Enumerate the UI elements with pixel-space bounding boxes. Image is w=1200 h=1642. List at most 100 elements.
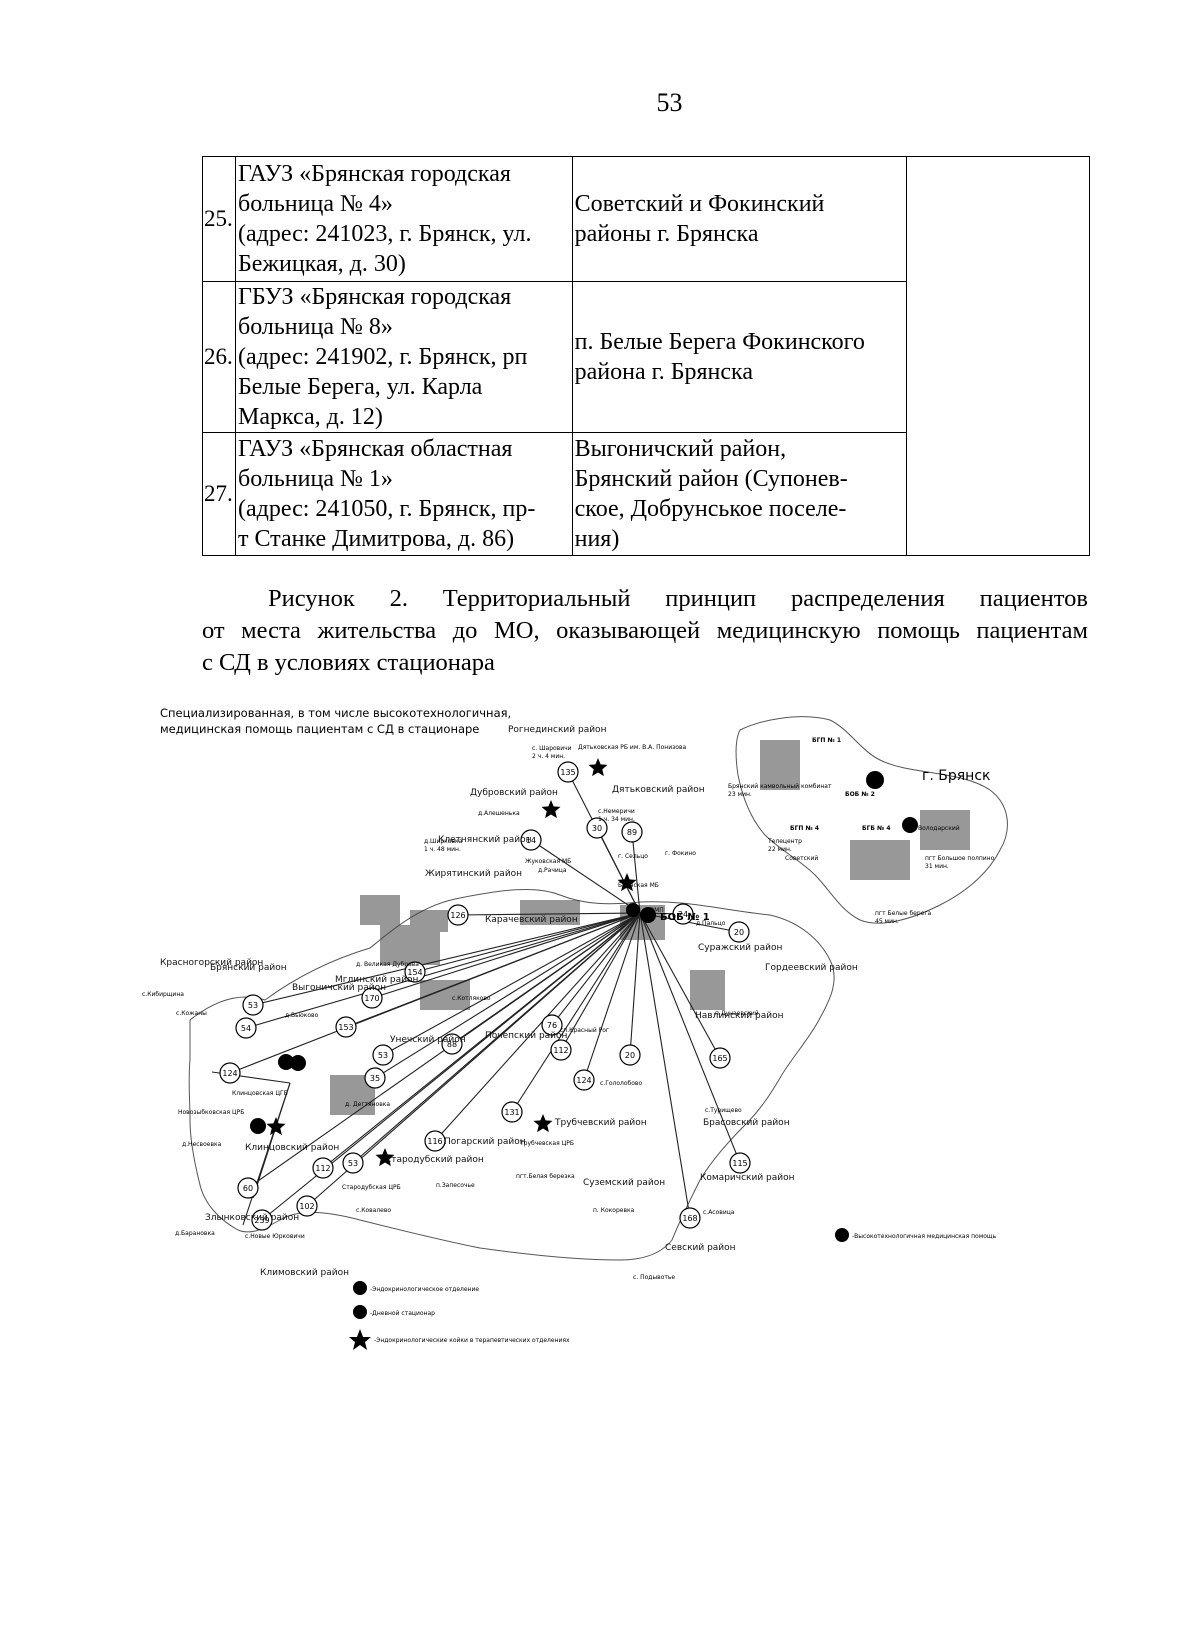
organization-line: т Станке Димитрова, д. 86) [237, 526, 515, 552]
legend-label-day-hospital: -Дневной стационар [370, 1310, 435, 1317]
distance-badge-value: 239 [254, 1216, 269, 1225]
place-label: сп.Красный Рог [560, 1027, 609, 1034]
district-label: Рогнединский район [508, 725, 607, 735]
service-area-line: ния) [574, 526, 620, 552]
star-icon [588, 758, 608, 777]
city-hospital-label: БГП № 4 [790, 825, 819, 832]
district-label: Унечский район [390, 1035, 466, 1045]
route-line [631, 831, 641, 914]
organization-line: (адрес: 241050, г. Брянск, пр- [237, 496, 536, 522]
route-line [639, 912, 721, 1059]
distance-badge [520, 829, 542, 851]
place-label: с.Асовица [703, 1209, 735, 1216]
travel-time: 31 мин. [925, 863, 949, 870]
place-label: пгт Белые берега [875, 910, 932, 917]
place-label: с.Кибирщина [142, 991, 184, 998]
route-line [596, 827, 641, 914]
legend-symbol-hightech [835, 1228, 849, 1242]
distance-badge-value: 53 [348, 1159, 358, 1168]
distance-badge [364, 1067, 386, 1089]
district-label: Злынковский район [205, 1213, 299, 1223]
place-label: с.Котляково [452, 995, 491, 1002]
route-line [229, 912, 641, 1074]
place-label: Брянская МБ [618, 882, 659, 889]
place-label: п. Кокоревка [593, 1207, 635, 1214]
distance-badge [621, 821, 643, 843]
route-line [639, 912, 691, 1219]
page-number: 53 [656, 88, 683, 117]
distance-badge [729, 1152, 751, 1174]
place-label: с.Ковалево [356, 1207, 391, 1214]
distance-badge-value: 88 [447, 1040, 457, 1049]
distance-badge [541, 1014, 563, 1036]
distance-badge-value: 89 [627, 828, 637, 837]
district-label: Жирятинский район [425, 869, 522, 879]
place-label: Трубчевская ЦРБ [519, 1140, 574, 1147]
distance-badge-value: 153 [338, 1023, 353, 1032]
district-label: Клетнянский район [438, 835, 532, 845]
service-area-line: п. Белые Берега Фокинского [574, 329, 865, 355]
place-label: с.Гололобово [600, 1080, 642, 1087]
distance-badge-value: 126 [450, 911, 465, 920]
row-number: 27. [202, 432, 236, 556]
travel-time: 45 мин. [875, 918, 899, 925]
travel-time: 22 мин. [768, 846, 792, 853]
distance-badge-value: 135 [560, 768, 575, 777]
distance-badge [251, 1209, 273, 1231]
route-line [530, 839, 641, 914]
organization-line: (адрес: 241023, г. Брянск, ул. [237, 221, 532, 247]
distance-badge [424, 1130, 446, 1152]
route-line [252, 1082, 291, 1199]
star-icon [541, 800, 561, 819]
place-label: с.Новые Юрковичи [245, 1233, 305, 1240]
region-map: Специализированная, в том числе высокоте… [142, 706, 1008, 1350]
city-hospital-marker [866, 771, 884, 789]
star-icon [533, 1114, 553, 1133]
hospital-dot [278, 1054, 294, 1070]
place-label: с.Немеричи [598, 808, 635, 815]
organization-line: больница № 4» [237, 191, 393, 217]
organization-line: ГАУЗ «Брянская областная [237, 436, 513, 462]
service-area-line: ское, Добрунськое поселе- [574, 496, 847, 522]
service-area-cell: Выгоничский район,Брянский район (Супоне… [571, 432, 908, 556]
distance-badge [573, 1069, 595, 1091]
place-label: Брянский камвольный комбинат [728, 783, 832, 790]
place-label: Клинцовская ЦГБ [232, 1090, 288, 1097]
distance-badge-value: 112 [553, 1046, 568, 1055]
organization-line: (адрес: 241902, г. Брянск, рп [237, 344, 528, 370]
district-label: Карачевский район [485, 915, 578, 925]
star-icon [617, 873, 637, 892]
place-label: д.Ширковка [424, 838, 463, 845]
organization-line: Бежицкая, д. 30) [237, 251, 406, 277]
place-label: Новозыбковская ЦРБ [178, 1109, 244, 1116]
place-label: пгт Большое полпино [925, 855, 995, 862]
caption-line-3: с СД в условиях стационара [202, 649, 495, 676]
row-number: 25. [202, 156, 236, 282]
distance-badge-value: 53 [378, 1051, 388, 1060]
travel-time: 23 мин. [728, 791, 752, 798]
distance-badge-value: 35 [370, 1074, 380, 1083]
distance-badge [550, 1039, 572, 1061]
distance-badge [296, 1195, 318, 1217]
place-label: п.Запесочье [436, 1182, 475, 1189]
service-area-line: районы г. Брянска [574, 221, 759, 247]
distance-badge [242, 994, 264, 1016]
route-line [245, 912, 641, 1029]
route-line [583, 912, 641, 1081]
place-label: г. Сельцо [618, 853, 648, 860]
place-label: д.Несвоевка [182, 1141, 222, 1148]
star-icon [266, 1117, 286, 1136]
district-label: Мглинский район [335, 975, 419, 985]
distance-badge-value: 76 [547, 1021, 557, 1030]
city-hospital-label: БГБ № 4 [862, 825, 891, 832]
distance-badge-value: 14 [526, 836, 536, 845]
district-label: Брянский район [210, 963, 287, 973]
distance-badge [335, 1016, 357, 1038]
map-title-line-2: медицинская помощь пациентам с СД в стац… [160, 722, 479, 736]
